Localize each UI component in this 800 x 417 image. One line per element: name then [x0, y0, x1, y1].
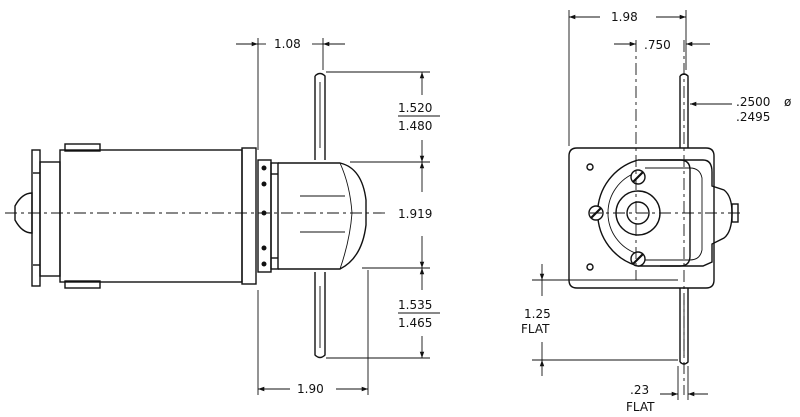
side-dim-width: 1.90 [297, 382, 324, 396]
motor-body [59, 147, 257, 285]
end-dim-shaft-dia-min: .2495 [736, 110, 770, 124]
end-dim-shaft-dia-max: .2500 [736, 95, 770, 109]
end-dimension-arrows [539, 14, 732, 397]
side-view: 1.08 1.520 1.480 1.919 1.535 1.465 1.90 [5, 37, 440, 396]
gear-housing [257, 159, 367, 273]
end-dim-offset: .750 [644, 38, 671, 52]
end-extension-lines [532, 10, 689, 400]
side-dim-overall: 1.919 [398, 207, 432, 221]
side-dim-depth: 1.08 [274, 37, 301, 51]
screw-icon [630, 169, 646, 185]
mounting-plate [568, 147, 715, 289]
output-shaft [314, 72, 326, 359]
motor-end-cap [14, 143, 101, 289]
end-dim-flat-length: 1.25 [524, 307, 551, 321]
diameter-symbol-icon: ø [784, 95, 791, 109]
side-dim-upper-shaft-min: 1.480 [398, 119, 432, 133]
end-dim-width: 1.98 [611, 10, 638, 24]
screw-icon [630, 251, 646, 267]
side-dim-lower-shaft-min: 1.465 [398, 316, 432, 330]
side-extension-lines [257, 38, 430, 395]
side-dim-upper-shaft-max: 1.520 [398, 101, 432, 115]
end-flat-label-2: FLAT [626, 400, 655, 414]
end-view: 1.98 .750 .2500 ø .2495 1.25 FLAT .23 FL… [521, 10, 791, 414]
side-dimension-arrows [236, 41, 425, 392]
end-dim-flat-depth: .23 [630, 383, 649, 397]
end-flat-label-1: FLAT [521, 322, 550, 336]
side-dim-lower-shaft-max: 1.535 [398, 298, 432, 312]
